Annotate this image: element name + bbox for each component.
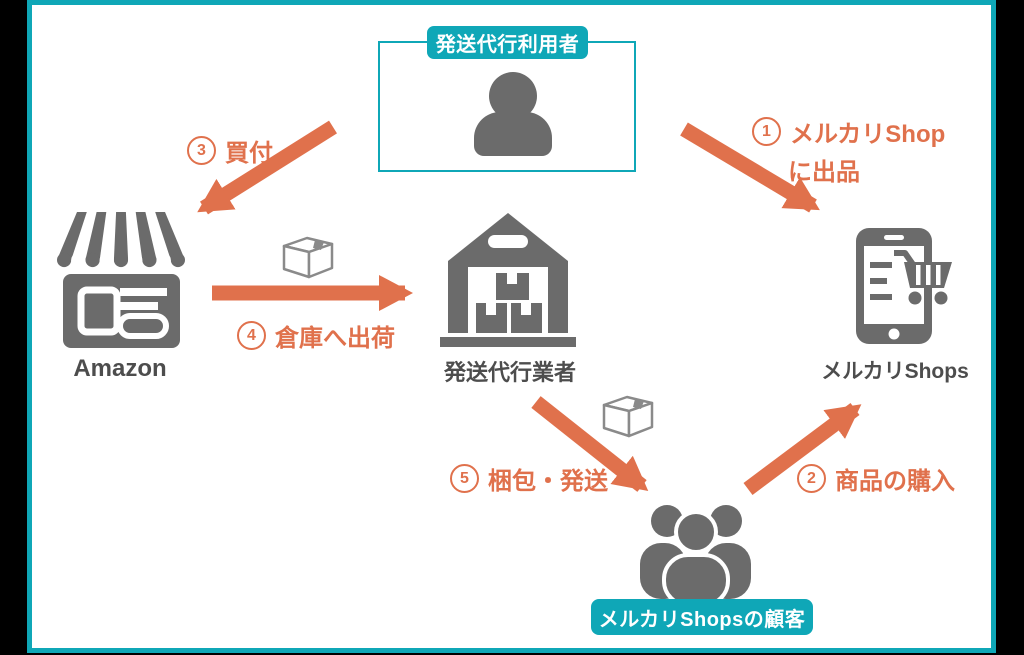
seller-badge-label: 発送代行利用者 [435, 34, 580, 56]
person-icon-body [474, 112, 552, 156]
arrow-step3 [197, 120, 337, 215]
arrow-step5 [531, 396, 649, 492]
seller-badge: 発送代行利用者 [427, 26, 588, 59]
step5-number: 5 [450, 464, 479, 493]
customers-badge: メルカリShopsの顧客 [591, 599, 813, 635]
store-awning [57, 212, 185, 268]
warehouse-icon [440, 213, 576, 347]
step5-text: 梱包・発送 [488, 468, 608, 495]
warehouse-boxes [476, 273, 542, 333]
step1-text-line2: に出品 [788, 159, 860, 186]
arrow-step2 [743, 402, 862, 496]
flow-step5-label: 5 梱包・発送 [450, 461, 608, 496]
step2-text: 商品の購入 [835, 468, 955, 495]
store-icon [57, 212, 185, 348]
step1-number: 1 [752, 117, 781, 146]
forwarder-label: 発送代行業者 [443, 360, 576, 385]
step4-text: 倉庫へ出荷 [275, 325, 395, 352]
step1-text-line1: メルカリShop [790, 121, 946, 148]
step3-number: 3 [187, 136, 216, 165]
store-body [63, 274, 180, 348]
mercari-shops-label: メルカリShops [821, 360, 969, 383]
amazon-label: Amazon [73, 355, 167, 382]
step4-number: 4 [237, 321, 266, 350]
customers-badge-label: メルカリShopsの顧客 [598, 608, 806, 631]
customers-icon [640, 505, 751, 602]
step3-text: 買付 [225, 140, 273, 167]
package-icon-upper [282, 236, 334, 279]
flow-step4-label: 4 倉庫へ出荷 [237, 318, 395, 353]
flow-step3-label: 3 買付 [187, 133, 273, 168]
flow-step1-label: 1 メルカリShop に出品 [752, 114, 945, 187]
flow-step2-label: 2 商品の購入 [797, 461, 955, 496]
package-icon-lower [602, 395, 654, 438]
cart [894, 250, 952, 305]
step2-number: 2 [797, 464, 826, 493]
arrow-step1 [680, 122, 820, 213]
phone-cart-icon [856, 228, 952, 344]
